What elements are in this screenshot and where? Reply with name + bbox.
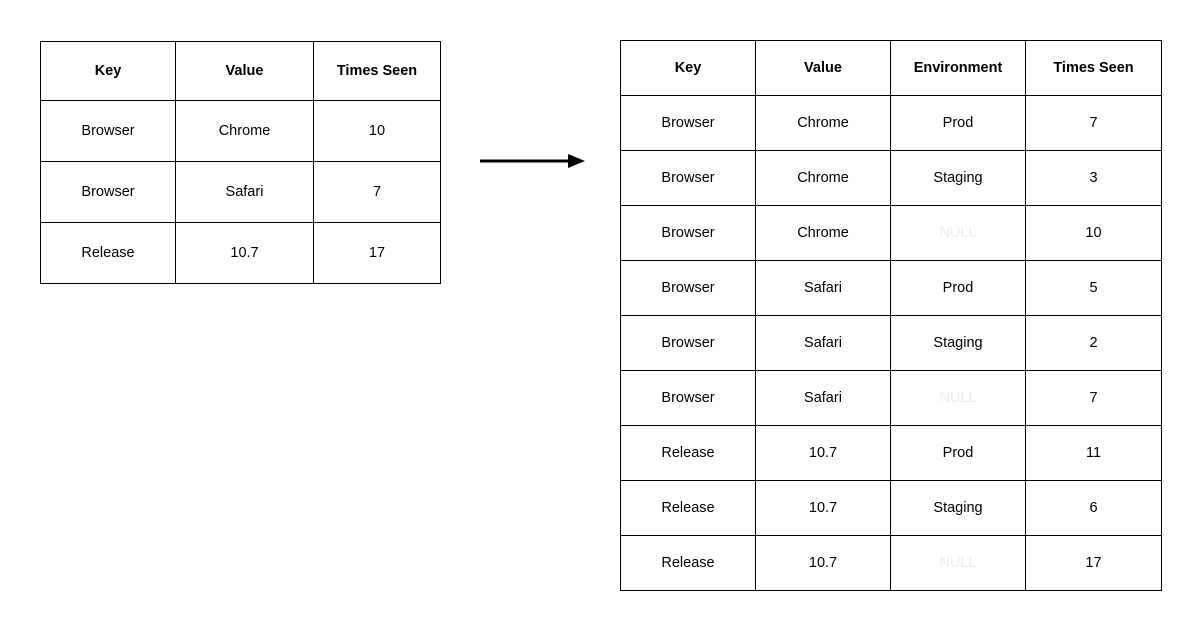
null-value: NULL <box>939 390 977 406</box>
table-header-row: Key Value Times Seen <box>40 41 441 101</box>
cell-environment: Prod <box>890 95 1026 151</box>
cell-value: Safari <box>175 161 314 223</box>
cell-environment: Staging <box>890 150 1026 206</box>
cell-value: Chrome <box>755 95 891 151</box>
cell-environment: Prod <box>890 260 1026 316</box>
cell-times-seen: 2 <box>1025 315 1162 371</box>
cell-key: Browser <box>40 100 176 162</box>
cell-value: Safari <box>755 370 891 426</box>
cell-times-seen: 7 <box>313 161 441 223</box>
cell-environment: Staging <box>890 315 1026 371</box>
cell-key: Release <box>620 535 756 591</box>
cell-value: 10.7 <box>755 535 891 591</box>
cell-value: 10.7 <box>175 222 314 284</box>
column-header-key: Key <box>40 41 176 101</box>
cell-key: Browser <box>620 150 756 206</box>
cell-times-seen: 7 <box>1025 95 1162 151</box>
cell-value: Safari <box>755 260 891 316</box>
column-header-times-seen: Times Seen <box>1025 40 1162 96</box>
cell-value: Chrome <box>175 100 314 162</box>
column-header-value: Value <box>755 40 891 96</box>
cell-environment: Staging <box>890 480 1026 536</box>
cell-environment: NULL <box>890 535 1026 591</box>
cell-times-seen: 7 <box>1025 370 1162 426</box>
cell-times-seen: 17 <box>313 222 441 284</box>
cell-key: Release <box>620 480 756 536</box>
column-header-key: Key <box>620 40 756 96</box>
cell-times-seen: 11 <box>1025 425 1162 481</box>
cell-times-seen: 5 <box>1025 260 1162 316</box>
cell-key: Browser <box>40 161 176 223</box>
cell-times-seen: 10 <box>313 100 441 162</box>
cell-environment: NULL <box>890 205 1026 261</box>
cell-value: Chrome <box>755 150 891 206</box>
column-header-environment: Environment <box>890 40 1026 96</box>
cell-environment: NULL <box>890 370 1026 426</box>
cell-key: Browser <box>620 315 756 371</box>
null-value: NULL <box>939 225 977 241</box>
cell-value: Chrome <box>755 205 891 261</box>
cell-key: Browser <box>620 260 756 316</box>
cell-key: Browser <box>620 95 756 151</box>
cell-value: Safari <box>755 315 891 371</box>
table-header-row: Key Value Environment Times Seen <box>620 40 1162 96</box>
column-header-times-seen: Times Seen <box>313 41 441 101</box>
cell-times-seen: 3 <box>1025 150 1162 206</box>
cell-key: Browser <box>620 205 756 261</box>
cell-environment: Prod <box>890 425 1026 481</box>
null-value: NULL <box>939 555 977 571</box>
expanded-table: Key Value Environment Times Seen Browser… <box>620 40 1162 591</box>
cell-times-seen: 17 <box>1025 535 1162 591</box>
cell-value: 10.7 <box>755 480 891 536</box>
cell-value: 10.7 <box>755 425 891 481</box>
transformation-arrow-icon <box>480 154 585 168</box>
column-header-value: Value <box>175 41 314 101</box>
cell-key: Browser <box>620 370 756 426</box>
cell-times-seen: 6 <box>1025 480 1162 536</box>
cell-key: Release <box>620 425 756 481</box>
cell-times-seen: 10 <box>1025 205 1162 261</box>
cell-key: Release <box>40 222 176 284</box>
